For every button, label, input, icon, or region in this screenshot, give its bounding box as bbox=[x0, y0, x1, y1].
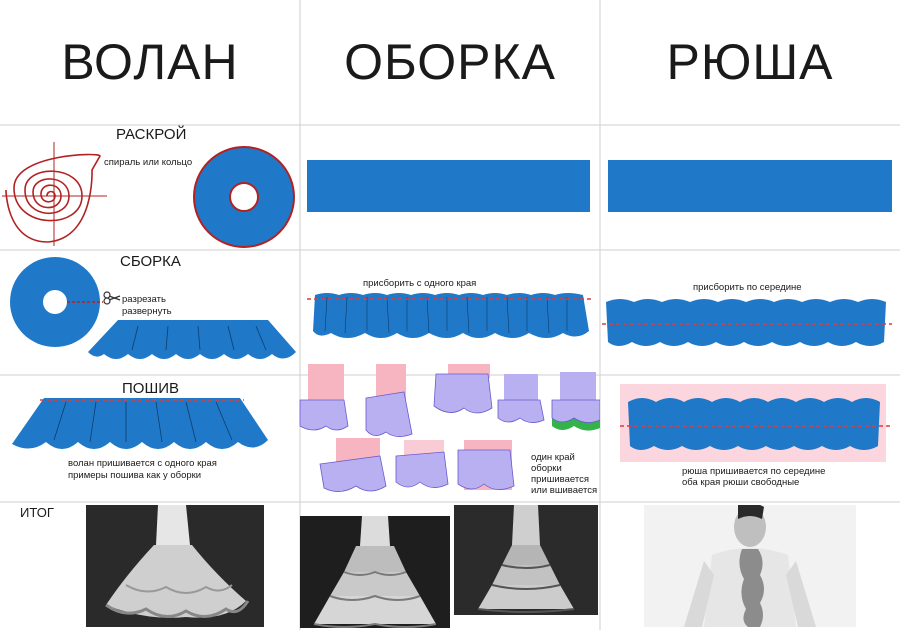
section-label-result: ИТОГ bbox=[20, 505, 54, 520]
rusha-blouse-illustration bbox=[644, 505, 856, 627]
ring-cut-drawing bbox=[10, 257, 103, 347]
oborka-sewing-examples bbox=[299, 364, 600, 492]
caption-unfold: развернуть bbox=[122, 306, 172, 317]
column-title-rusha: РЮША bbox=[666, 34, 834, 90]
rusha-strip bbox=[608, 160, 892, 212]
volan-dress-illustration bbox=[86, 505, 264, 627]
scissors-icon bbox=[103, 291, 121, 305]
caption-oborka-edge-1: один край bbox=[531, 452, 575, 463]
volan-unfolded-drawing bbox=[88, 320, 296, 359]
section-label-gathering: СБОРКА bbox=[120, 253, 181, 270]
caption-oborka-edge-4: или вшивается bbox=[531, 485, 598, 496]
volan-sewn-drawing bbox=[12, 398, 268, 449]
caption-gather-middle: присборить по середине bbox=[693, 282, 802, 293]
rusha-sewn-drawing bbox=[620, 384, 890, 462]
caption-rusha-sew-1: рюша пришивается по середине bbox=[682, 466, 826, 477]
caption-oborka-edge-3: пришивается bbox=[531, 474, 589, 485]
caption-volan-sew-1: волан пришивается с одного края bbox=[68, 458, 217, 469]
spiral-pattern-drawing bbox=[2, 142, 107, 246]
caption-rusha-sew-2: оба края рюши свободные bbox=[682, 477, 800, 488]
photo-volan-dress bbox=[86, 505, 264, 627]
column-title-oborka: ОБОРКА bbox=[344, 34, 556, 90]
column-title-volan: ВОЛАН bbox=[61, 34, 239, 90]
section-label-sewing: ПОШИВ bbox=[122, 380, 179, 397]
ring-pattern-drawing bbox=[193, 146, 295, 248]
oborka-dress-2-illustration bbox=[454, 505, 598, 615]
oborka-dress-1-illustration bbox=[300, 516, 450, 628]
oborka-gathered-drawing bbox=[307, 293, 591, 338]
photo-oborka-dress-2 bbox=[454, 505, 598, 615]
caption-oborka-edge-2: оборки bbox=[531, 463, 562, 474]
section-label-cutting: РАСКРОЙ bbox=[116, 126, 187, 143]
caption-volan-sew-2: примеры пошива как у оборки bbox=[68, 470, 202, 481]
caption-cut: разрезать bbox=[122, 294, 166, 305]
caption-gather-one-edge: присборить с одного края bbox=[363, 278, 477, 289]
photo-rusha-blouse bbox=[644, 505, 856, 627]
oborka-strip bbox=[307, 160, 590, 212]
photo-oborka-dress-1 bbox=[300, 516, 450, 628]
rusha-gathered-drawing bbox=[602, 299, 892, 346]
caption-spiral: спираль или кольцо bbox=[104, 157, 193, 168]
